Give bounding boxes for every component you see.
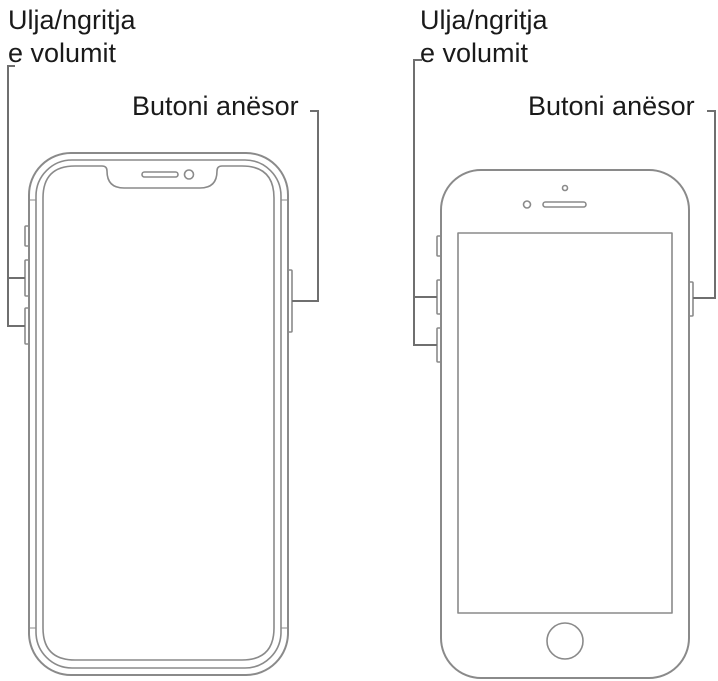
phone2-side-button-label: Butoni anësor [528, 91, 695, 121]
phone2-sensor-icon [561, 184, 569, 192]
phone1-body [28, 152, 289, 676]
phone1-face-id [24, 152, 293, 676]
phone1-side-leader-line [292, 110, 319, 302]
phone1-ring-switch [24, 225, 30, 247]
phone2-camera-icon [522, 200, 532, 209]
phone1-volume-label-line1: Ulja/ngritja [8, 5, 136, 35]
phone1-volume-leader-line [7, 65, 25, 327]
phone2-volume-leader-line [413, 59, 437, 346]
phone1-screen [42, 165, 275, 661]
phone2-screen [457, 232, 673, 614]
phone2-volume-label-line2: e volumit [420, 38, 529, 68]
phone2-body [440, 169, 690, 679]
phone1-camera-icon [183, 169, 195, 180]
phone2-side-leader-line [693, 110, 716, 299]
phone1-side-button [287, 269, 293, 333]
phone2-speaker-icon [542, 201, 587, 208]
phone2-home-button-icon [546, 622, 584, 660]
phone2-ring-switch [436, 235, 442, 257]
phone2-home-button [436, 169, 694, 679]
phone1-volume-label: Ulja/ngritja e volumit [8, 4, 136, 70]
phone2-side-button [688, 281, 694, 317]
phone1-side-button-label: Butoni anësor [132, 91, 299, 121]
phone1-volume-down-button [24, 307, 30, 345]
phone1-volume-label-line2: e volumit [8, 38, 117, 68]
phone1-bezel [35, 159, 282, 669]
phone2-volume-label: Ulja/ngritja e volumit [420, 4, 548, 70]
phone1-speaker-icon [141, 171, 179, 178]
phone2-volume-up-button [436, 279, 442, 315]
phone1-volume-up-button [24, 259, 30, 297]
phone2-volume-down-button [436, 327, 442, 363]
phone2-volume-label-line1: Ulja/ngritja [420, 5, 548, 35]
